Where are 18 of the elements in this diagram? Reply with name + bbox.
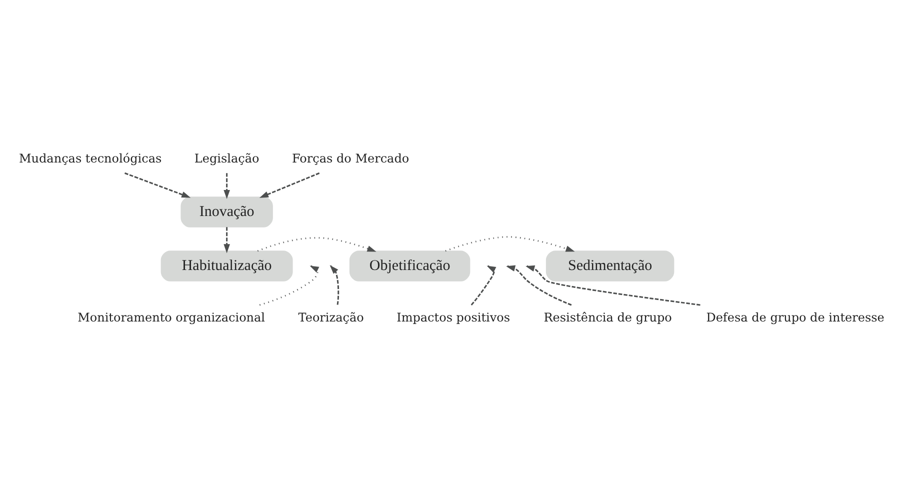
node-box: Inovação [180,196,273,227]
node-text: Defesa de grupo de interesse [706,310,884,324]
arrow [124,172,191,198]
node-text: Forças do Mercado [292,150,410,165]
arrow [445,236,575,252]
arrow [224,172,230,199]
node-box: Habitualização [160,250,293,281]
arrow [259,172,320,198]
node-text: Teorização [298,310,364,324]
node-text: Mudanças tecnológicas [18,150,162,165]
node-box: Objetificação [349,250,470,281]
node-text: Resistência de grupo [544,310,672,324]
node-text: Monitoramento organizacional [78,310,266,324]
node-box: Sedimentação [546,250,674,281]
node-text: Impactos positivos [396,310,510,324]
arrow [224,226,230,253]
arrow [257,236,376,252]
node-text: Legislação [194,150,260,165]
